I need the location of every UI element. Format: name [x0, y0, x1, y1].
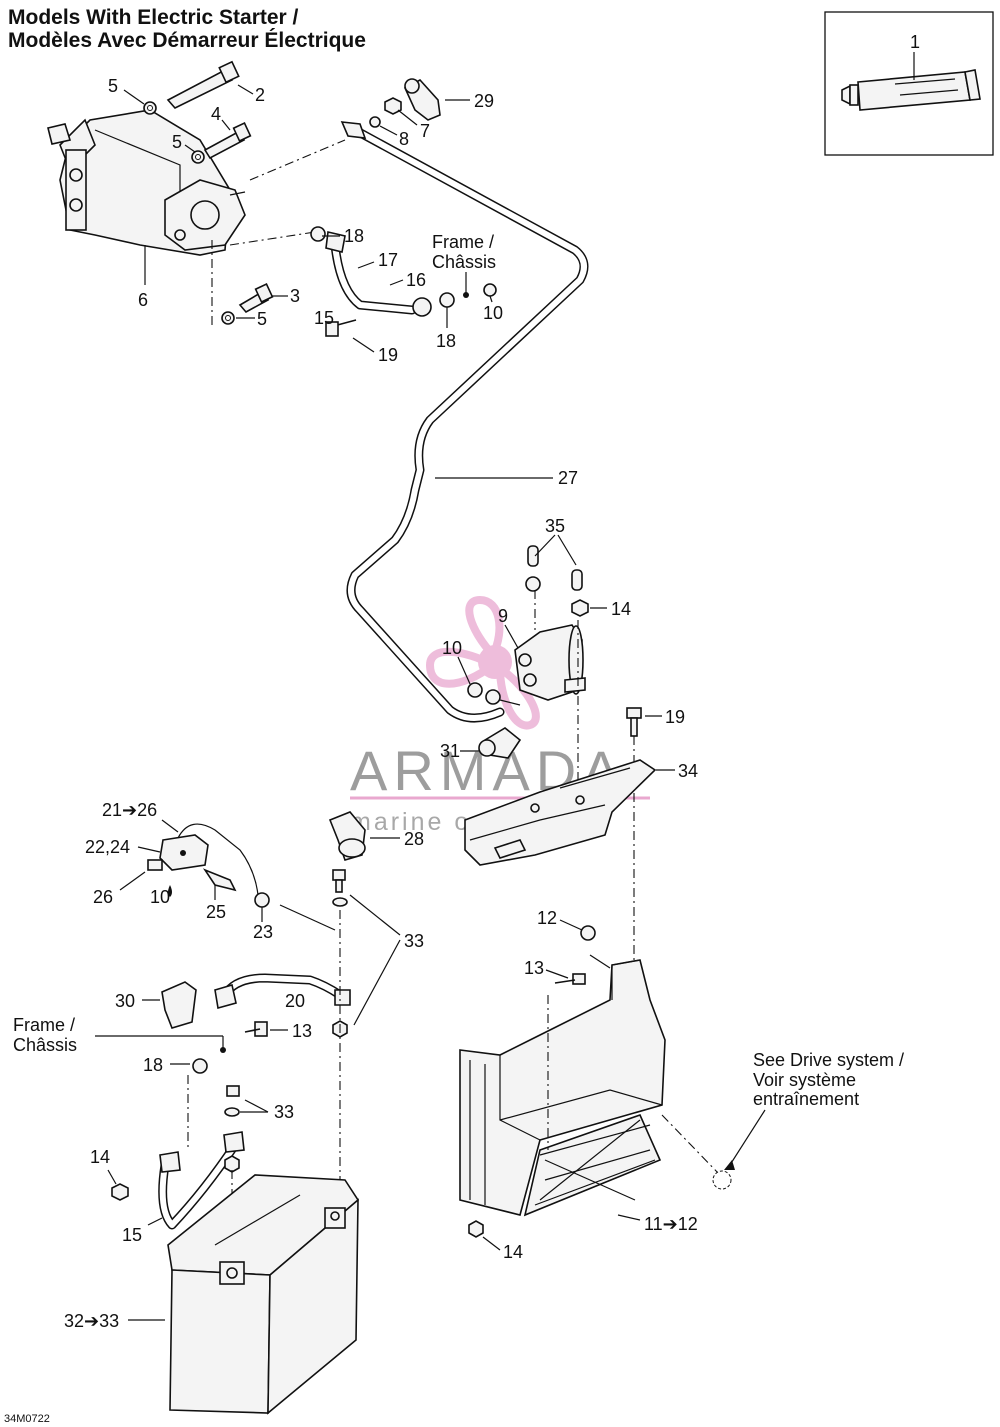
callout-32: 32➔33	[64, 1311, 119, 1331]
bolt-19	[626, 707, 642, 990]
terminal-cap-31	[478, 727, 522, 759]
callout-4: 4	[211, 104, 221, 124]
callout-5a: 5	[108, 76, 118, 96]
callout-12: 12	[537, 908, 557, 928]
callout-21: 21➔26	[102, 800, 157, 820]
callout-31: 31	[440, 741, 460, 761]
callout-19b: 19	[665, 707, 685, 727]
callout-16: 16	[406, 270, 426, 290]
callout-22: 22,24	[85, 837, 130, 857]
callout-13a: 13	[292, 1021, 312, 1041]
positive-cable	[214, 869, 351, 1196]
cap-28	[328, 811, 366, 861]
callout-26: 26	[93, 887, 113, 907]
diagram-title-english: Models With Electric Starter /	[8, 6, 299, 29]
drive-note-1: See Drive system /	[753, 1050, 904, 1070]
frame-note-left-1: Frame /	[13, 1015, 75, 1035]
frame-note-top-1: Frame /	[432, 232, 494, 252]
callout-5b: 5	[172, 132, 182, 152]
callout-2: 2	[255, 85, 265, 105]
watermark-logo	[425, 595, 540, 730]
callout-30: 30	[115, 991, 135, 1011]
callout-23: 23	[253, 922, 273, 942]
callout-10b: 10	[442, 638, 462, 658]
callout-27: 27	[558, 468, 578, 488]
starter-cable	[340, 121, 589, 723]
callout-1: 1	[910, 32, 920, 52]
callout-15a: 15	[314, 308, 334, 328]
callout-33b: 33	[274, 1102, 294, 1122]
drive-note-2: Voir système	[753, 1070, 856, 1090]
callout-17: 17	[378, 250, 398, 270]
callout-33a: 33	[404, 931, 424, 951]
callout-20: 20	[285, 991, 305, 1011]
battery	[167, 1174, 360, 1415]
callout-5c: 5	[257, 309, 267, 329]
negative-cable	[111, 1085, 245, 1261]
starter-solenoid	[467, 545, 589, 800]
terminal-cap	[403, 78, 441, 121]
callout-25: 25	[206, 902, 226, 922]
frame-note-left-2: Châssis	[13, 1035, 77, 1055]
callout-18c: 18	[143, 1055, 163, 1075]
callout-34: 34	[678, 761, 698, 781]
callout-29: 29	[474, 91, 494, 111]
callout-7: 7	[420, 121, 430, 141]
callout-19a: 19	[378, 345, 398, 365]
drive-note-3: entraînement	[753, 1089, 859, 1109]
diagram-title-french: Modèles Avec Démarreur Électrique	[8, 29, 366, 52]
callout-3: 3	[290, 286, 300, 306]
callout-9: 9	[498, 606, 508, 626]
ground-cable-top	[310, 226, 497, 337]
inset-box: 1	[824, 11, 994, 156]
starter-bolts	[143, 60, 346, 325]
frame-note-top-2: Châssis	[432, 252, 496, 272]
cap-30	[161, 981, 197, 1029]
grease-tube-icon	[841, 69, 981, 111]
callout-15b: 15	[122, 1225, 142, 1245]
callout-18a: 18	[344, 226, 364, 246]
callout-18b: 18	[436, 331, 456, 351]
callout-11: 11➔12	[644, 1214, 698, 1234]
callout-14c: 14	[503, 1242, 523, 1262]
figure-code: 34M0722	[4, 1413, 50, 1425]
callout-13b: 13	[524, 958, 544, 978]
starter-motor: 6	[47, 109, 246, 310]
callout-35: 35	[545, 516, 565, 536]
fuse-holder	[147, 823, 270, 908]
callout-10-drop: 10	[150, 887, 170, 907]
callout-8: 8	[399, 129, 409, 149]
callout-14b: 14	[90, 1147, 110, 1167]
callout-6: 6	[138, 290, 148, 310]
battery-bracket	[464, 759, 657, 866]
callout-28: 28	[404, 829, 424, 849]
battery-tray	[459, 925, 732, 1238]
ground-lower	[187, 1021, 268, 1150]
callout-14a: 14	[611, 599, 631, 619]
callout-10a: 10	[483, 303, 503, 323]
